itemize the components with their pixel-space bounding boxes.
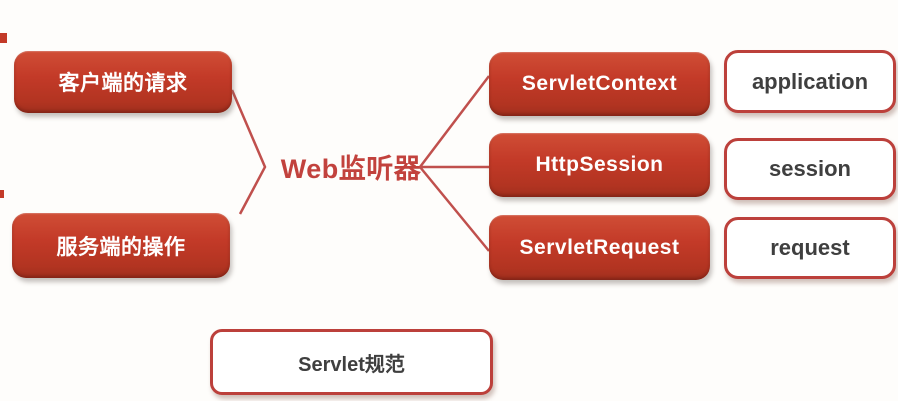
spec-label: Servlet规范 <box>298 353 405 376</box>
scope-label: session <box>769 156 851 181</box>
scope-request: request <box>724 217 896 279</box>
left-converge-line <box>230 89 267 215</box>
node-label: 客户端的请求 <box>58 72 188 95</box>
scope-session: session <box>724 138 896 200</box>
node-label: ServletRequest <box>519 235 680 259</box>
node-httpsession: HttpSession <box>489 133 710 197</box>
scope-label: application <box>751 68 869 94</box>
scope-label: request <box>770 235 850 260</box>
red-edge-marker <box>0 190 4 198</box>
node-client-request: 客户端的请求 <box>14 51 232 113</box>
right-fanout-lines <box>419 75 490 252</box>
node-label: 服务端的操作 <box>56 235 186 259</box>
web-listener-label: Web监听器 <box>280 153 422 184</box>
node-servletcontext: ServletContext <box>489 52 710 116</box>
node-label: ServletContext <box>521 72 678 95</box>
red-edge-marker <box>0 33 7 43</box>
node-servletrequest: ServletRequest <box>489 215 710 280</box>
servlet-spec-box: Servlet规范 <box>210 329 493 395</box>
node-server-operation: 服务端的操作 <box>12 213 230 278</box>
scope-application: application <box>724 50 896 113</box>
node-label: HttpSession <box>535 153 664 176</box>
